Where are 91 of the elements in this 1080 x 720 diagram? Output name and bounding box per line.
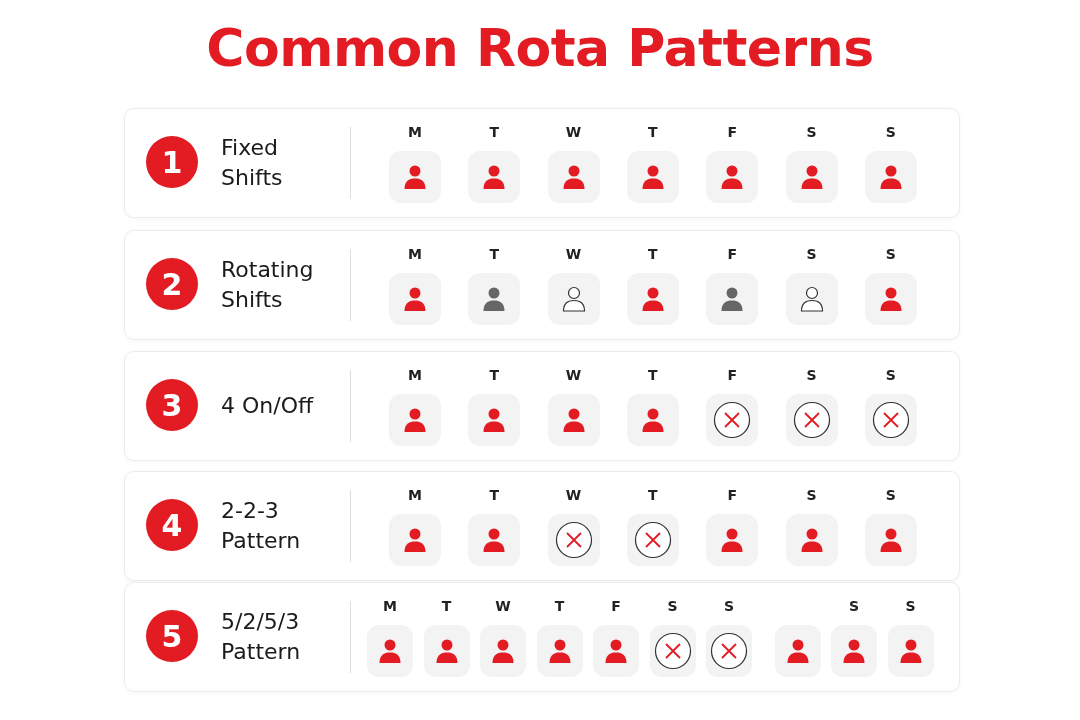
day-label: S xyxy=(805,123,818,141)
pattern-card xyxy=(124,582,960,692)
shift-tile xyxy=(547,273,600,325)
shift-tile xyxy=(468,273,521,325)
shift-tile xyxy=(864,514,917,566)
shift-tile xyxy=(389,151,441,203)
day-label: T xyxy=(488,486,501,504)
day-label: S xyxy=(884,123,897,141)
shift-tile xyxy=(547,151,600,203)
day-label: F xyxy=(610,597,622,615)
pattern-name: Fixed Shifts xyxy=(221,134,284,192)
shift-tile xyxy=(626,151,679,203)
day-label: W xyxy=(494,597,512,615)
shift-tile xyxy=(389,514,441,566)
day-label: T xyxy=(440,597,453,615)
day-label: S xyxy=(884,486,897,504)
number-badge: 3 xyxy=(146,379,198,431)
day-label: M xyxy=(407,366,423,384)
day-label: M xyxy=(382,597,398,615)
shift-tile xyxy=(706,394,759,446)
day-label: T xyxy=(488,366,501,384)
day-label: T xyxy=(647,486,659,504)
shift-tile xyxy=(706,151,759,203)
day-label: F xyxy=(726,366,738,384)
shift-tile xyxy=(864,394,917,446)
day-label: M xyxy=(407,123,423,141)
day-label: W xyxy=(564,486,583,504)
shift-tile xyxy=(887,625,934,677)
day-label: S xyxy=(884,366,897,384)
day-label: T xyxy=(488,245,501,263)
shift-tile xyxy=(389,394,441,446)
pattern-name: 2-2-3 Pattern xyxy=(221,497,302,555)
shift-tile xyxy=(423,625,470,677)
day-label: T xyxy=(553,597,566,615)
number-badge: 1 xyxy=(146,136,198,188)
pattern-card xyxy=(124,351,960,461)
day-label: T xyxy=(647,366,659,384)
pattern-card xyxy=(124,108,960,218)
shift-tile xyxy=(785,394,838,446)
shift-tile xyxy=(774,625,821,677)
day-label: W xyxy=(564,366,583,384)
pattern-card xyxy=(124,230,960,340)
title: Common Rota Patterns xyxy=(206,18,874,78)
shift-tile xyxy=(626,273,679,325)
day-label: S xyxy=(904,597,917,615)
day-label: S xyxy=(884,245,897,263)
day-label: W xyxy=(564,245,583,263)
number-badge: 5 xyxy=(146,610,198,662)
shift-tile xyxy=(468,151,521,203)
pattern-name: 5/2/5/3 Pattern xyxy=(221,608,302,666)
shift-tile xyxy=(547,394,600,446)
shift-tile xyxy=(706,625,752,677)
shift-tile xyxy=(706,514,759,566)
day-label: S xyxy=(847,597,861,615)
shift-tile xyxy=(785,514,838,566)
day-label: S xyxy=(666,597,679,615)
day-label: F xyxy=(726,245,738,263)
day-label: T xyxy=(488,123,501,141)
pattern-name: 4 On/Off xyxy=(221,392,315,420)
day-label: M xyxy=(407,245,423,263)
number-badge: 2 xyxy=(146,258,198,310)
day-label: S xyxy=(722,597,736,615)
pattern-name: Rotating Shifts xyxy=(221,256,315,314)
day-label: F xyxy=(726,486,738,504)
shift-tile xyxy=(626,514,679,566)
shift-tile xyxy=(547,514,600,566)
day-label: M xyxy=(407,486,423,504)
shift-tile xyxy=(706,273,759,325)
day-label: T xyxy=(647,245,659,263)
day-label: W xyxy=(564,123,583,141)
shift-tile xyxy=(831,625,877,677)
shift-tile xyxy=(649,625,696,677)
shift-tile xyxy=(536,625,583,677)
day-label: T xyxy=(647,123,659,141)
shift-tile xyxy=(593,625,639,677)
day-label: S xyxy=(805,486,818,504)
day-label: S xyxy=(805,366,818,384)
shift-tile xyxy=(468,394,521,446)
shift-tile xyxy=(389,273,441,325)
shift-tile xyxy=(864,151,917,203)
shift-tile xyxy=(468,514,521,566)
number-badge: 4 xyxy=(146,499,198,551)
shift-tile xyxy=(785,151,838,203)
shift-tile xyxy=(626,394,679,446)
day-label: F xyxy=(726,123,738,141)
pattern-card xyxy=(124,471,960,581)
shift-tile xyxy=(480,625,526,677)
shift-tile xyxy=(367,625,413,677)
shift-tile xyxy=(864,273,917,325)
shift-tile xyxy=(785,273,838,325)
day-label: S xyxy=(805,245,818,263)
